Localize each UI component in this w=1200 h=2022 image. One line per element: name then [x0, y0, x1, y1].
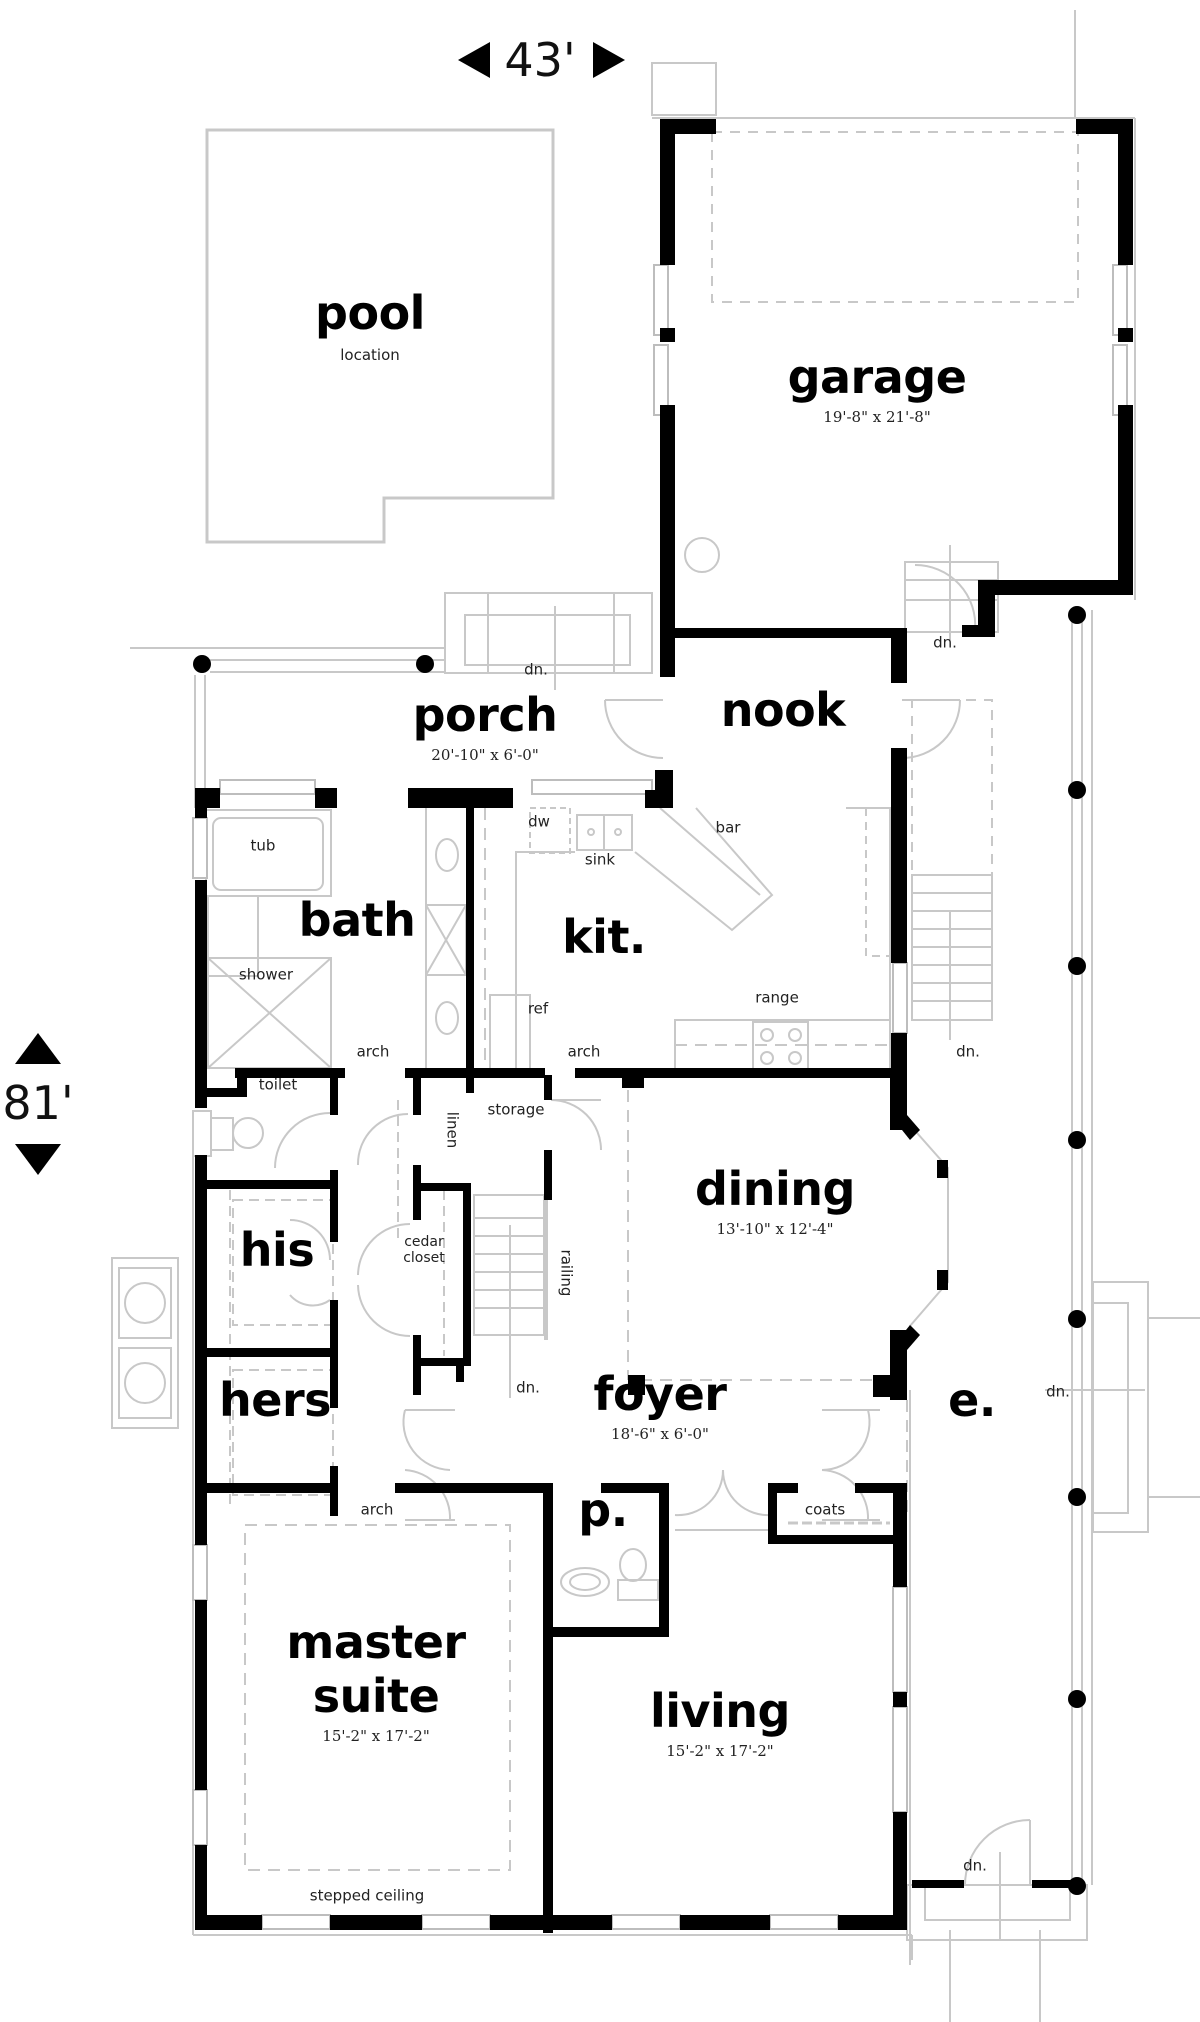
room-name-powder: p.	[578, 1483, 628, 1537]
fixture-cedar-line2: closet	[403, 1250, 445, 1266]
room-size-living: 15'-2" x 17'-2"	[666, 1742, 774, 1760]
fixture-refrigerator: ref	[527, 999, 549, 1018]
room-porch: porch 20'-10" x 6'-0"	[413, 688, 558, 764]
room-name-porch: porch	[412, 688, 558, 742]
room-name-hers: hers	[218, 1373, 332, 1427]
depth-dimension-arrows	[15, 1033, 61, 1175]
arch-master-label: arch	[360, 1500, 394, 1519]
fixture-cedar-closet: cedar closet	[403, 1234, 445, 1266]
fixture-railing: railing	[557, 1249, 576, 1297]
arch-kitchen-label: arch	[567, 1042, 601, 1061]
stepped-ceiling-note: stepped ceiling	[309, 1886, 425, 1905]
arrow-down-icon	[15, 1144, 61, 1175]
fixture-storage: storage	[487, 1100, 545, 1119]
room-dining: dining 13'-10" x 12'-4"	[695, 1162, 855, 1238]
dn-porch-label: dn.	[524, 660, 548, 679]
fixture-range: range	[755, 988, 799, 1007]
walls	[195, 119, 1133, 1933]
dn-front-steps-label: dn.	[963, 1856, 987, 1875]
room-size-porch: 20'-10" x 6'-0"	[431, 746, 539, 764]
fixture-linen: linen	[443, 1111, 462, 1149]
arch-bath-label: arch	[356, 1042, 390, 1061]
pool-outline	[205, 128, 555, 544]
room-size-garage: 19'-8" x 21'-8"	[823, 408, 931, 426]
room-garage: garage 19'-8" x 21'-8"	[788, 350, 967, 426]
arrow-up-icon	[15, 1033, 61, 1064]
room-name-master-line1: master	[286, 1615, 466, 1669]
arrow-right-icon	[593, 42, 625, 78]
dn-main-stair-label: dn.	[516, 1378, 540, 1397]
room-note-pool: location	[340, 346, 400, 364]
fixture-shower: shower	[238, 965, 294, 984]
room-name-his: his	[239, 1223, 315, 1277]
dn-garage-label: dn.	[933, 633, 957, 652]
room-name-dining: dining	[695, 1162, 855, 1216]
fixture-cedar-line1: cedar	[404, 1234, 444, 1250]
room-name-living: living	[650, 1684, 790, 1738]
fixture-dishwasher: dw	[528, 812, 550, 831]
fixture-bar: bar	[715, 818, 741, 837]
dn-side-steps-label: dn.	[1046, 1382, 1070, 1401]
room-size-dining: 13'-10" x 12'-4"	[716, 1220, 834, 1238]
room-name-nook: nook	[720, 683, 846, 737]
room-name-entry: e.	[948, 1373, 996, 1427]
room-name-master-line2: suite	[312, 1669, 440, 1723]
room-name-pool: pool	[315, 286, 425, 340]
room-foyer: foyer 18'-6" x 6'-0"	[594, 1367, 727, 1443]
fixture-sink: sink	[584, 850, 616, 869]
arrow-left-icon	[458, 42, 490, 78]
room-name-foyer: foyer	[593, 1367, 727, 1421]
overall-depth-label: 81'	[2, 1076, 74, 1130]
room-living: living 15'-2" x 17'-2"	[650, 1684, 790, 1760]
porch-columns	[193, 606, 1086, 1895]
room-name-garage: garage	[787, 350, 967, 404]
room-pool: pool location	[315, 286, 425, 364]
site-lines	[111, 10, 1200, 2022]
width-dimension-arrows	[458, 42, 625, 78]
room-size-master: 15'-2" x 17'-2"	[322, 1727, 430, 1745]
fixture-coats: coats	[804, 1500, 846, 1519]
overall-width-label: 43'	[504, 33, 576, 87]
fixture-tub: tub	[250, 836, 276, 855]
fixture-toilet: toilet	[258, 1075, 298, 1094]
room-name-kitchen: kit.	[562, 910, 646, 964]
room-master-suite: master suite 15'-2" x 17'-2"	[286, 1615, 466, 1745]
room-size-foyer: 18'-6" x 6'-0"	[611, 1425, 709, 1443]
dn-rear-stair-label: dn.	[956, 1042, 980, 1061]
room-name-bath: bath	[298, 893, 416, 947]
